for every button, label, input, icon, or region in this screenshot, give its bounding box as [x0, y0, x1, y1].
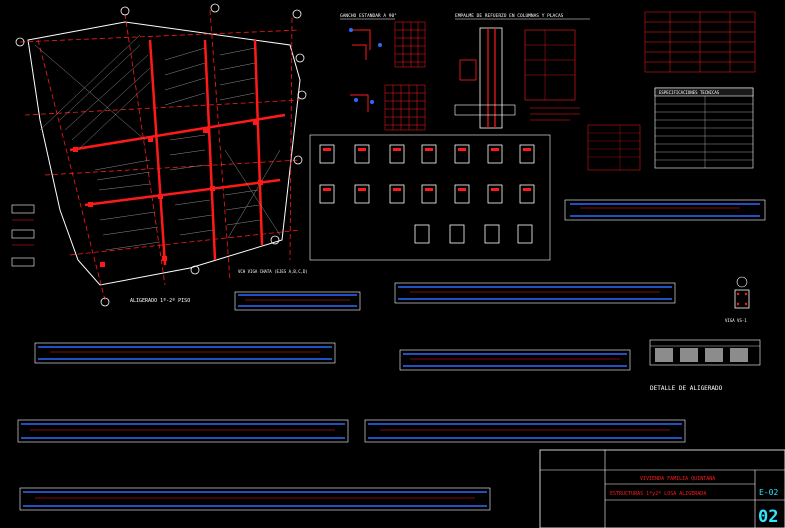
plan-void-cross: [34, 34, 281, 239]
beam-elevation-right-top: [564, 199, 766, 221]
aligerado-detail-title: DETALLE DE ALIGERADO: [650, 385, 723, 392]
viga-label: VIGA VS-1: [725, 318, 747, 323]
left-mini-details: [11, 204, 35, 267]
plan-beams: [69, 39, 286, 266]
title-block-drawing: ESTRUCTURAS 1ºy2º LOSA ALIGERADA: [610, 491, 706, 497]
title-block: VIVIENDA FAMILIA QUINTANA ESTRUCTURAS 1º…: [539, 449, 785, 528]
splice-detail: EMPALME DE REFUERZO EN COLUMNAS Y PLACAS: [454, 13, 590, 129]
beam-elevation-center-2: [399, 349, 631, 371]
hook-details: GANCHO ESTANDAR A 90°: [340, 13, 397, 112]
beam-elevations: VCH VIGA CHATA (EJES A,B,C,D): [17, 199, 766, 511]
column-sections: [309, 134, 551, 261]
plan-joists: [59, 44, 261, 251]
beam-vch-title: VCH VIGA CHATA (EJES A,B,C,D): [238, 269, 308, 274]
plan-grid-bubbles: [15, 3, 307, 307]
plan-columns: [73, 120, 263, 267]
title-block-sheet-number: 02: [758, 507, 778, 527]
top-right-table: [644, 11, 756, 73]
splice-detail-title: EMPALME DE REFUERZO EN COLUMNAS Y PLACAS: [455, 13, 564, 19]
plan-outline: [27, 21, 301, 286]
beam-elevation-vch: [234, 291, 361, 311]
beam-elevation-bottom: [19, 487, 491, 511]
beam-elevation-left-1: [34, 342, 336, 364]
hook-detail-title: GANCHO ESTANDAR A 90°: [340, 13, 397, 19]
floor-plan: ALIGERADO 1º-2º PISO: [15, 3, 307, 307]
beam-elevation-right-2: [364, 419, 686, 443]
rebar-grid-table-2: [384, 84, 426, 131]
specifications-title: ESPECIFICACIONES TECNICAS: [659, 90, 720, 95]
small-table-center-right: [587, 124, 641, 171]
plan-title: ALIGERADO 1º-2º PISO: [130, 298, 190, 304]
aligerado-detail: DETALLE DE ALIGERADO: [649, 339, 761, 392]
beam-elevation-left-2: [17, 419, 349, 443]
beam-elevation-center: [394, 282, 676, 304]
rebar-grid-table-1: [394, 21, 426, 68]
title-block-project: VIVIENDA FAMILIA QUINTANA: [640, 476, 715, 482]
title-block-sheet-code: E-02: [759, 488, 778, 497]
specifications-table: ESPECIFICACIONES TECNICAS: [654, 87, 754, 169]
viga-section-detail: VIGA VS-1: [725, 276, 750, 323]
